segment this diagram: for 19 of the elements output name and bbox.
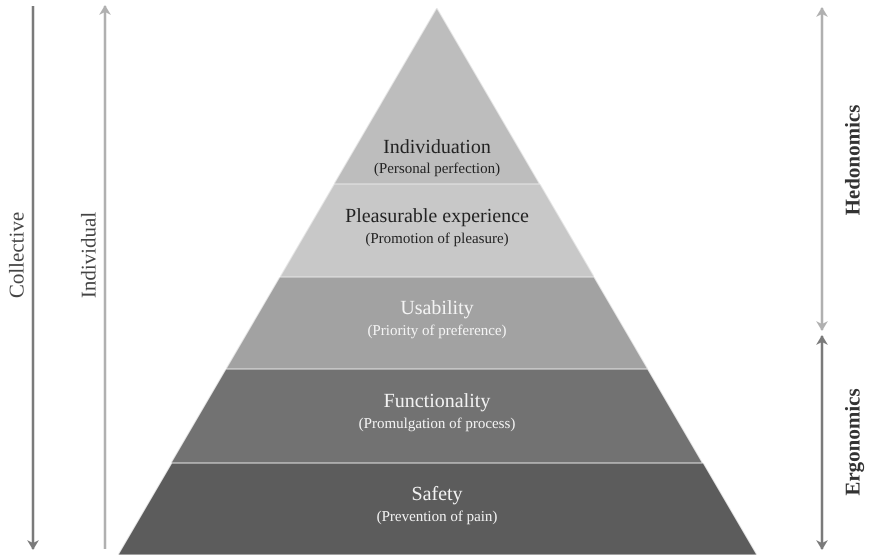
axis-label: Individual	[76, 212, 102, 298]
tier-subtitle: (Priority of preference)	[367, 323, 507, 340]
tier-title: Functionality	[384, 390, 490, 413]
axis-label: Ergonomics	[840, 388, 866, 496]
tier-title: Individuation	[383, 136, 491, 159]
pyramid-tier	[171, 369, 703, 463]
tier-subtitle: (Promulgation of process)	[358, 416, 516, 433]
axis-label: Collective	[4, 212, 30, 298]
axis-label: Hedonomics	[840, 104, 866, 216]
pyramid-tier	[226, 277, 648, 369]
tier-title: Pleasurable experience	[345, 205, 529, 228]
pyramid-tier	[334, 8, 540, 184]
tier-title: Safety	[411, 483, 463, 506]
pyramid-tier	[118, 463, 756, 555]
pyramid-tier	[280, 184, 594, 277]
tier-subtitle: (Personal perfection)	[374, 161, 500, 178]
tier-title: Usability	[400, 297, 474, 320]
tier-subtitle: (Promotion of pleasure)	[365, 231, 509, 248]
tier-subtitle: (Prevention of pain)	[376, 509, 498, 526]
